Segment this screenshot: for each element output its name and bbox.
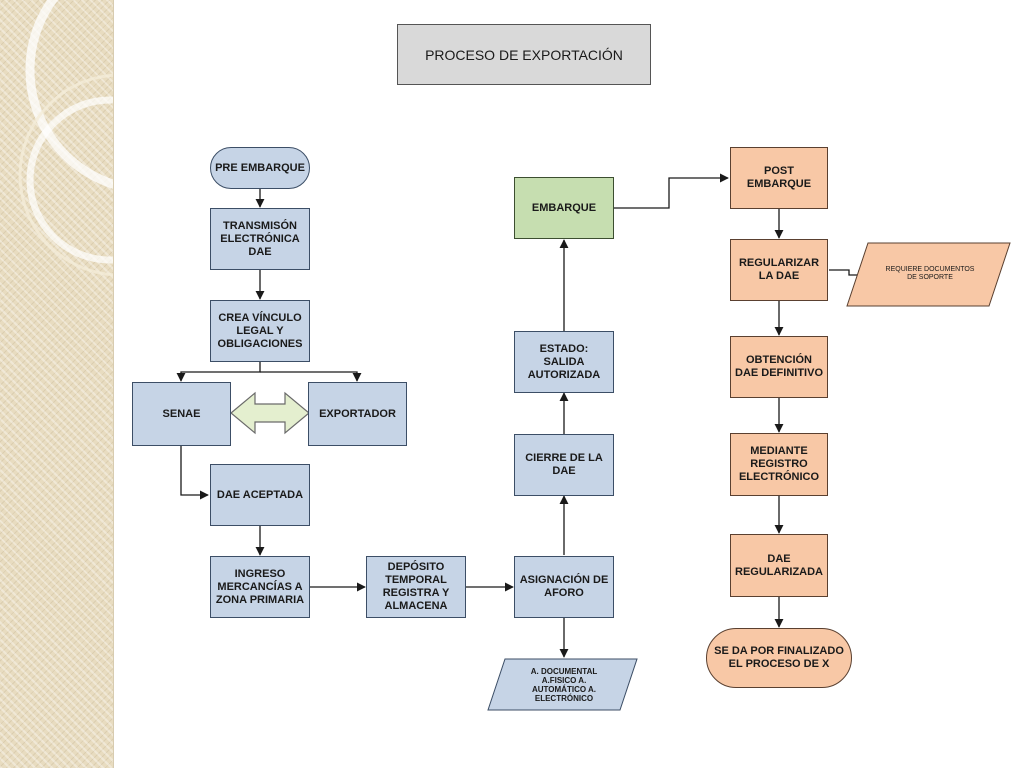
node-post-embarque: POST EMBARQUE [730, 147, 828, 209]
decorative-sidebar [0, 0, 114, 768]
node-mediante: MEDIANTE REGISTRO ELECTRÓNICO [730, 433, 828, 496]
node-pre-embarque: PRE EMBARQUE [210, 147, 310, 189]
node-ingreso: INGRESO MERCANCÍAS A ZONA PRIMARIA [210, 556, 310, 618]
node-transmision: TRANSMISÓN ELECTRÓNICA DAE [210, 208, 310, 270]
double-arrow-shape [230, 391, 310, 435]
node-crea-vinculo: CREA VÍNCULO LEGAL Y OBLIGACIONES [210, 300, 310, 362]
edge-senae-dae-aceptada [180, 446, 209, 500]
node-aforo-tipos: A. DOCUMENTAL A.FISICO A. AUTOMÁTICO A. … [530, 666, 598, 703]
node-asignacion: ASIGNACIÓN DE AFORO [514, 556, 614, 618]
node-requiere: REQUIERE DOCUMENTOS DE SOPORTE [885, 266, 975, 281]
page-title: PROCESO DE EXPORTACIÓN [397, 24, 651, 85]
node-dae-aceptada: DAE ACEPTADA [210, 464, 310, 526]
node-deposito: DEPÓSITO TEMPORAL REGISTRA Y ALMACENA [366, 556, 466, 618]
node-embarque: EMBARQUE [514, 177, 614, 239]
edge-crea-exportador [260, 371, 362, 382]
node-cierre: CIERRE DE LA DAE [514, 434, 614, 496]
edge-embarque-post [614, 173, 729, 209]
node-finalizado: SE DA POR FINALIZADO EL PROCESO DE X [706, 628, 852, 688]
node-exportador: EXPORTADOR [308, 382, 407, 446]
node-senae: SENAE [132, 382, 231, 446]
aforo-parallelogram-shape [487, 658, 638, 711]
edge-crea-senae [176, 362, 261, 382]
node-regularizar: REGULARIZAR LA DAE [730, 239, 828, 301]
node-estado: ESTADO: SALIDA AUTORIZADA [514, 331, 614, 393]
node-dae-regularizada: DAE REGULARIZADA [730, 534, 828, 597]
decorative-circles [18, 0, 113, 277]
requiere-parallelogram-shape [846, 242, 1011, 307]
node-obtencion: OBTENCIÓN DAE DEFINITIVO [730, 336, 828, 398]
